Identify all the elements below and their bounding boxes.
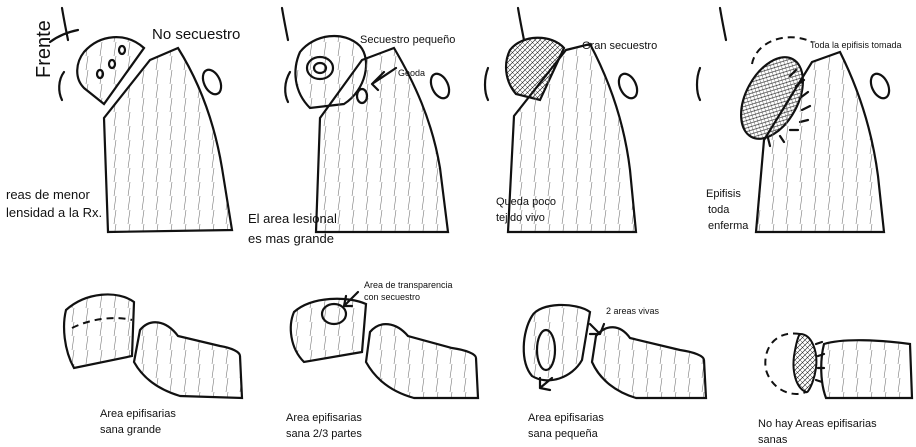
caption-top1-l2: lensidad a la Rx. (6, 206, 102, 221)
frente-label: Frente (33, 20, 56, 78)
label-toda-epifisis: Toda la epifisis tomada (810, 40, 902, 50)
caption-top3-l1: Queda poco (496, 196, 556, 209)
caption-bottom2-l2: sana 2/3 partes (286, 428, 362, 441)
caption-top3-l2: tejido vivo (496, 212, 545, 225)
label-secuestro-pequeno: Secuestro pequeño (360, 34, 455, 47)
caption-top4-l3: enferma (708, 220, 748, 233)
caption-bottom1-l2: sana grande (100, 424, 161, 437)
caption-top4-l1: Epifisis (706, 188, 741, 201)
bottom-panel-area-pequena (524, 305, 706, 398)
caption-top1-l1: reas de menor (6, 188, 90, 203)
note-transparencia-l1: Area de transparencia (364, 280, 453, 290)
label-gran-secuestro: Gran secuestro (582, 40, 657, 53)
caption-bottom4-l2: sanas (758, 434, 787, 447)
caption-top4-l2: toda (708, 204, 729, 217)
caption-bottom3-l2: sana pequeña (528, 428, 598, 441)
caption-bottom2-l1: Area epifisarias (286, 412, 362, 425)
note-transparencia-l2: con secuestro (364, 292, 420, 302)
caption-top2-l1: El area lesional (248, 212, 337, 227)
caption-bottom4-l1: No hay Areas epifisarias (758, 418, 877, 431)
label-geoda: Geoda (398, 68, 425, 78)
bottom-panel-no-sanas (765, 333, 912, 398)
caption-bottom3-l1: Area epifisarias (528, 412, 604, 425)
caption-top2-l2: es mas grande (248, 232, 334, 247)
note-2-areas-vivas: 2 areas vivas (606, 306, 659, 316)
caption-bottom1-l1: Area epifisarias (100, 408, 176, 421)
bottom-panel-area-grande (64, 294, 242, 398)
label-no-secuestro: No secuestro (152, 26, 240, 43)
bottom-panel-area-2-3 (291, 292, 478, 398)
